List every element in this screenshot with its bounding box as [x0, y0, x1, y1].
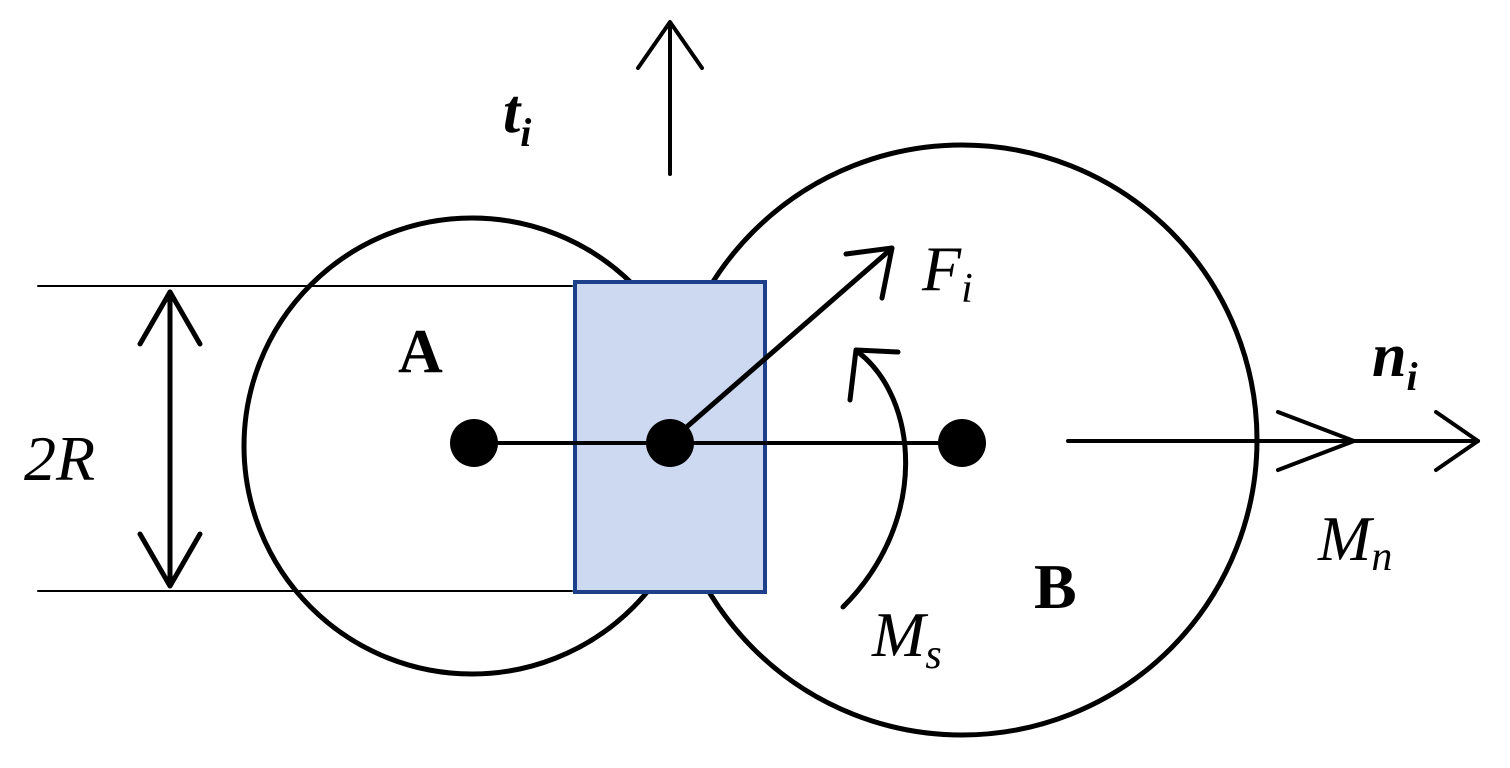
label-Mn: Mn — [1317, 503, 1392, 580]
label-F: Fi — [921, 233, 973, 312]
label-t: ti — [503, 78, 531, 155]
label-B: B — [1034, 551, 1077, 622]
center-point-A — [450, 419, 498, 467]
dimension-arrow — [137, 289, 203, 589]
center-point-B — [938, 419, 986, 467]
force-arrow — [671, 245, 895, 441]
label-A: A — [398, 318, 443, 386]
label-n: ni — [1372, 322, 1418, 399]
normal-arrow — [1066, 410, 1480, 472]
label-Ms: Ms — [871, 599, 942, 678]
moment-s-arrow — [840, 347, 909, 610]
tangential-arrow — [636, 20, 704, 176]
label-2R: 2R — [24, 423, 95, 494]
